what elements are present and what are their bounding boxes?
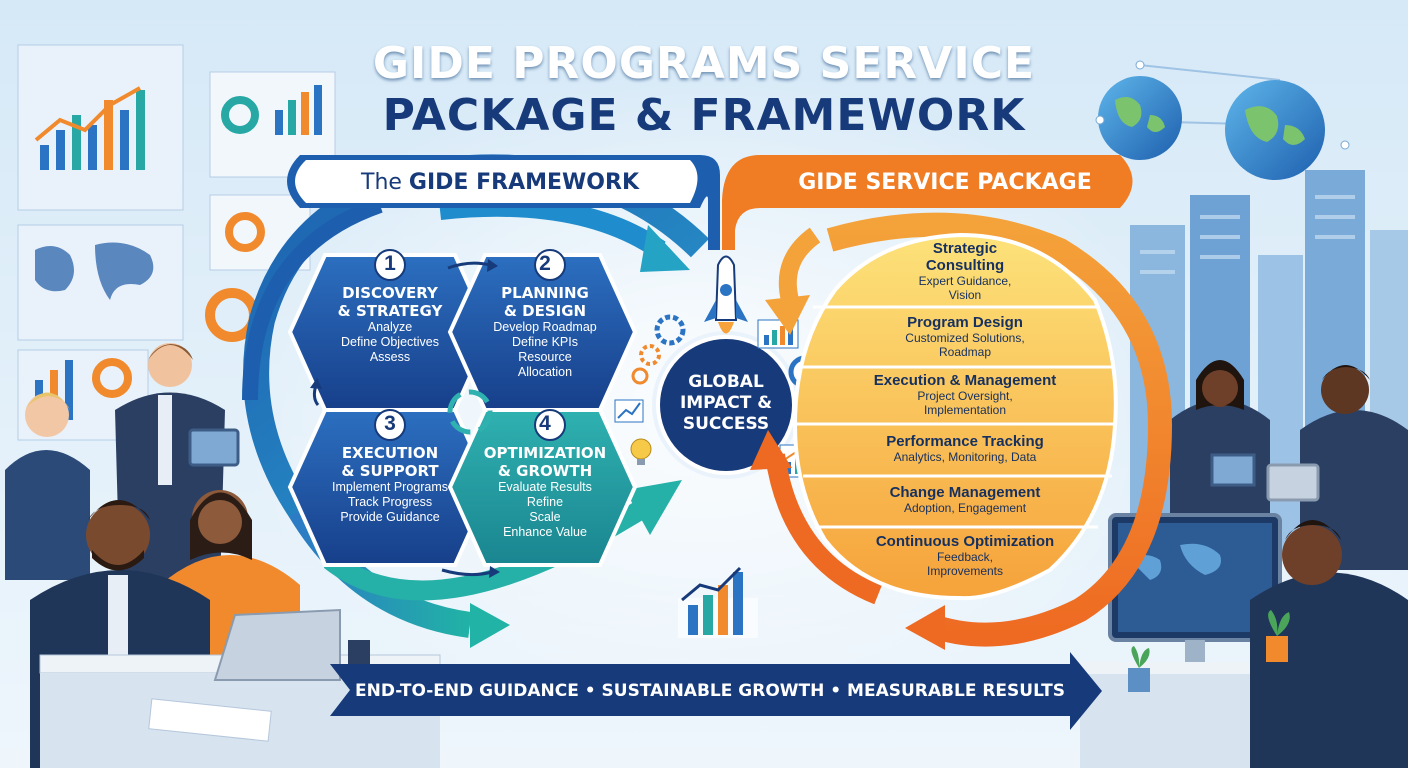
- framework-banner-main: GIDE FRAMEWORK: [408, 169, 639, 195]
- step-item: Evaluate Results: [498, 480, 592, 494]
- step-title: & SUPPORT: [341, 462, 439, 480]
- step-item: Define Objectives: [341, 335, 439, 349]
- step-item: Analyze: [367, 320, 413, 334]
- package-item-desc: Roadmap: [938, 345, 992, 359]
- step-item: Track Progress: [347, 495, 433, 509]
- package-item-desc: Vision: [948, 288, 982, 302]
- step-item: Assess: [369, 350, 411, 364]
- title-line-1: GIDE PROGRAMS SERVICE: [372, 38, 1036, 89]
- step-item: Enhance Value: [503, 525, 587, 539]
- step-item: Provide Guidance: [340, 510, 440, 524]
- package-item-desc: Improvements: [926, 564, 1004, 578]
- step-item: Refine: [526, 495, 564, 509]
- step-item: Scale: [529, 510, 561, 524]
- globe-icons: [1095, 60, 1350, 180]
- framework-step-3: 3 EXECUTION & SUPPORT Implement Programs…: [300, 412, 480, 525]
- team-people-right: [1080, 360, 1408, 768]
- step-title: DISCOVERY: [342, 284, 438, 302]
- package-item-performance-tracking: Performance Tracking Analytics, Monitori…: [820, 433, 1110, 464]
- package-item-title: Change Management: [889, 484, 1041, 501]
- package-item-strategic-consulting: Strategic Consulting Expert Guidance, Vi…: [820, 240, 1110, 302]
- step-number: 3: [384, 412, 396, 435]
- framework-banner: The GIDE FRAMEWORK: [290, 156, 710, 208]
- step-item: Resource: [518, 350, 572, 364]
- package-item-title: Strategic: [932, 240, 998, 257]
- package-item-desc: Implementation: [923, 403, 1007, 417]
- wall-chart-panel-left: [17, 44, 336, 441]
- package-item-desc: Customized Solutions,: [905, 331, 1025, 345]
- step-item: Allocation: [517, 365, 573, 379]
- package-item-desc: Adoption, Engagement: [903, 501, 1027, 515]
- framework-hexagons: [287, 249, 638, 578]
- center-line: IMPACT &: [679, 393, 773, 413]
- package-banner: GIDE SERVICE PACKAGE: [798, 169, 1092, 195]
- center-line: GLOBAL: [688, 372, 764, 392]
- framework-step-1: 1 DISCOVERY & STRATEGY Analyze Define Ob…: [300, 252, 480, 365]
- package-item-execution-management: Execution & Management Project Oversight…: [820, 372, 1110, 417]
- step-title: PLANNING: [501, 284, 589, 302]
- package-item-title: Performance Tracking: [886, 433, 1044, 450]
- package-item-title: Continuous Optimization: [875, 533, 1055, 550]
- framework-step-2: 2 PLANNING & DESIGN Develop Roadmap Defi…: [460, 252, 630, 380]
- title-line-2: PACKAGE & FRAMEWORK: [382, 90, 1026, 141]
- package-cycle: [750, 212, 1173, 650]
- step-item: Implement Programs: [331, 480, 448, 494]
- framework-banner-prefix: The: [361, 169, 402, 195]
- step-number: 2: [539, 252, 551, 275]
- package-item-desc: Analytics, Monitoring, Data: [893, 450, 1037, 464]
- step-title: & STRATEGY: [337, 302, 443, 320]
- package-item-continuous-optimization: Continuous Optimization Feedback, Improv…: [820, 533, 1110, 578]
- framework-step-4: 4 OPTIMIZATION & GROWTH Evaluate Results…: [460, 412, 630, 540]
- package-item-program-design: Program Design Customized Solutions, Roa…: [820, 314, 1110, 359]
- step-number: 4: [539, 412, 551, 435]
- center-line: SUCCESS: [682, 414, 770, 434]
- step-item: Develop Roadmap: [493, 320, 597, 334]
- footer-arrow-shape: [330, 652, 1102, 730]
- step-title: EXECUTION: [341, 444, 439, 462]
- package-banner-shape: [722, 155, 1133, 250]
- package-item-desc: Expert Guidance,: [918, 274, 1012, 288]
- step-title: & GROWTH: [497, 462, 593, 480]
- package-item-change-management: Change Management Adoption, Engagement: [820, 484, 1110, 515]
- framework-banner-shape: [287, 155, 720, 250]
- step-item: Define KPIs: [511, 335, 578, 349]
- step-title: OPTIMIZATION: [483, 444, 607, 462]
- footer-tagline: END-TO-END GUIDANCE • SUSTAINABLE GROWTH…: [355, 681, 1065, 701]
- package-item-desc: Project Oversight,: [917, 389, 1013, 403]
- global-impact-label: GLOBAL IMPACT & SUCCESS: [658, 372, 794, 435]
- package-item-title: Consulting: [925, 257, 1005, 274]
- step-number: 1: [384, 252, 396, 275]
- package-item-title: Execution & Management: [873, 372, 1057, 389]
- step-title: & DESIGN: [503, 302, 587, 320]
- package-item-title: Program Design: [907, 314, 1023, 331]
- package-item-desc: Feedback,: [936, 550, 994, 564]
